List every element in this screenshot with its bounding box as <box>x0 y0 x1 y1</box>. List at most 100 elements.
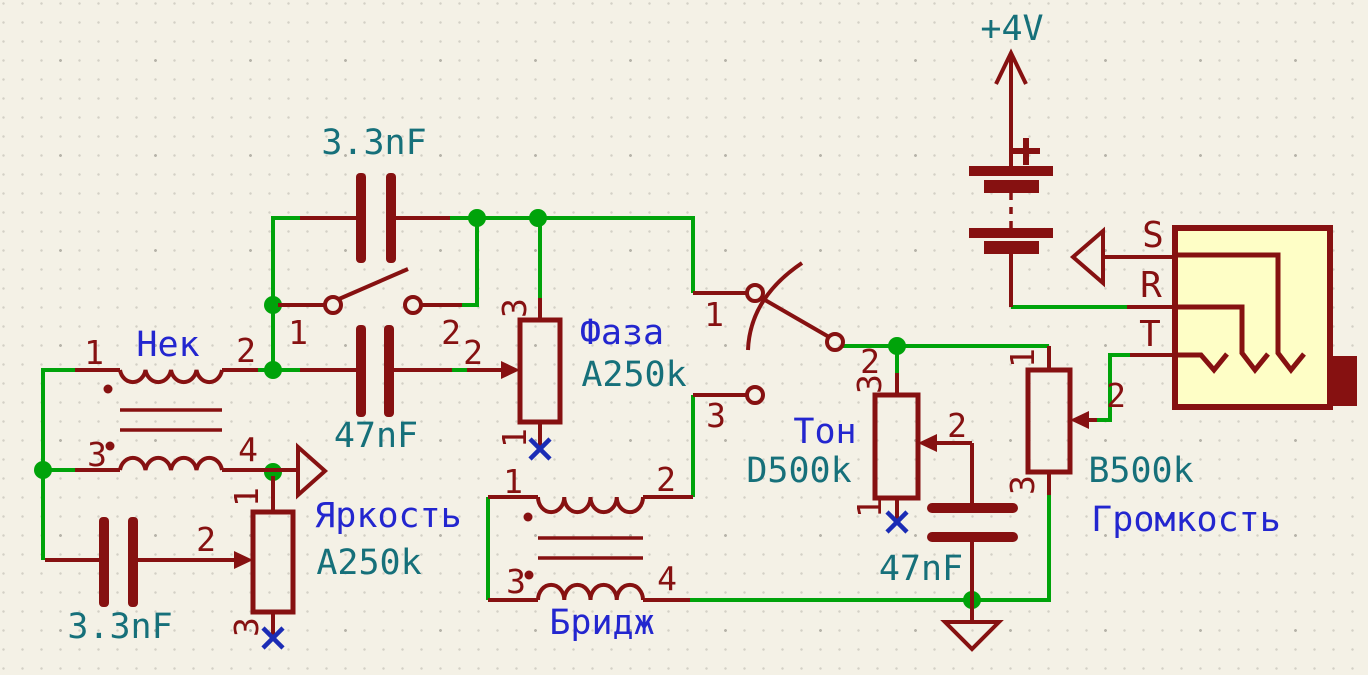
neck-pickup-symbol[interactable]: 1 2 3 4 Нек <box>75 325 298 474</box>
junction-dot <box>264 361 282 379</box>
cap-switch-top-symbol[interactable]: 3.3nF <box>300 123 450 263</box>
phase-pin2-number: 2 <box>463 333 483 372</box>
tone-pot-symbol[interactable]: 3 2 1 Тон D500k <box>746 373 972 534</box>
series-switch-symbol[interactable]: 1 2 <box>278 267 462 352</box>
cap-series-value[interactable]: 47nF <box>334 416 418 456</box>
phase-pin3-number: 3 <box>495 298 534 318</box>
battery-plate-long <box>969 166 1053 176</box>
cap-brightness-value[interactable]: 3.3nF <box>67 607 172 647</box>
cap-series-symbol[interactable]: 47nF <box>300 325 452 456</box>
brightness-pot-label[interactable]: Яркость <box>314 496 462 536</box>
bridge-pin3-number: 3 <box>506 562 526 601</box>
neck-pin4-number: 4 <box>238 430 258 469</box>
cap-tone-value[interactable]: 47nF <box>879 549 963 589</box>
selector-arc <box>746 261 804 351</box>
no-connect-x <box>885 510 909 534</box>
brightness-pot-value[interactable]: A250k <box>316 543 421 583</box>
cap-plate <box>384 325 394 417</box>
jack-tip-contact <box>1175 352 1229 374</box>
cap-plate <box>356 173 366 263</box>
jack-tip-pin-label: T <box>1139 314 1161 355</box>
neck-pin2-number: 2 <box>236 331 256 370</box>
neck-coil-top <box>118 369 224 384</box>
wire-top-bus[interactable] <box>450 216 695 293</box>
wire-tip-to-volume-wiper[interactable] <box>1097 353 1130 422</box>
brightness-wiper-arrow <box>234 551 253 569</box>
selector-pin3-number: 3 <box>706 396 726 435</box>
volume-pot-symbol[interactable]: 1 2 3 B500k Громкость <box>1003 346 1281 540</box>
tone-pin2-number: 2 <box>947 406 967 445</box>
no-connect-x <box>261 626 285 650</box>
battery-plate-short <box>984 180 1039 193</box>
brightness-pot-symbol[interactable]: 1 2 3 Яркость A250k <box>138 476 462 650</box>
jack-connector-tab <box>1330 356 1357 406</box>
selector-contact <box>745 283 765 303</box>
battery-voltage-label[interactable]: +4V <box>980 9 1043 49</box>
bridge-pickup-symbol[interactable]: 1 2 3 4 Бридж <box>488 460 693 643</box>
bridge-pin4-number: 4 <box>657 559 677 598</box>
phase-pot-symbol[interactable]: 3 2 1 Фаза A250k <box>463 298 687 461</box>
jack-sleeve-contact <box>1175 252 1306 375</box>
selector-lever <box>763 298 831 339</box>
phase-pin1-number: 1 <box>495 428 534 448</box>
brightness-pin2-number: 2 <box>196 520 216 559</box>
ground-triangle <box>940 620 1004 652</box>
signal-arrow-right[interactable] <box>296 442 329 500</box>
brightness-pot-body <box>250 509 296 615</box>
bridge-pin2-number: 2 <box>656 460 676 499</box>
volume-pin3-number: 3 <box>1003 475 1042 495</box>
output-jack-symbol[interactable]: S R T <box>1069 215 1357 410</box>
wire-topcap-left-rail[interactable] <box>271 216 300 370</box>
cap-plate <box>386 173 396 263</box>
volume-pot-label[interactable]: Громкость <box>1091 500 1281 540</box>
series-switch-contact <box>403 295 423 315</box>
wire-neck-left-rail[interactable] <box>41 368 75 560</box>
sleeve-arrow-left <box>1069 226 1105 288</box>
tone-pot-body <box>872 392 921 501</box>
jack-sleeve-pin-label: S <box>1142 215 1164 256</box>
phase-pot-value[interactable]: A250k <box>581 355 686 395</box>
wire-ground-bus[interactable] <box>690 493 1051 602</box>
selector-pin1-number: 1 <box>704 295 724 334</box>
tone-pot-label[interactable]: Тон <box>793 412 856 452</box>
bridge-pin1-number: 1 <box>503 462 523 501</box>
ground-symbol[interactable] <box>940 600 1004 652</box>
power-arrow-head <box>994 48 1028 85</box>
battery-plate-short <box>984 241 1039 254</box>
cap-plate <box>927 503 1018 513</box>
tone-pot-value[interactable]: D500k <box>746 451 851 491</box>
bridge-pickup-label[interactable]: Бридж <box>549 603 654 643</box>
selector-contact <box>825 332 845 352</box>
tone-wiper-arrow <box>918 434 937 452</box>
selector-switch-symbol[interactable]: 1 2 3 <box>693 261 880 435</box>
neck-coil-bottom <box>118 456 224 471</box>
tone-pin3-number: 3 <box>850 374 889 394</box>
neck-polarity-dot <box>103 384 113 394</box>
phase-pot-body <box>517 317 563 425</box>
series-switch-contact <box>323 295 343 315</box>
volume-pot-value[interactable]: B500k <box>1088 451 1193 491</box>
battery-symbol[interactable]: +4V <box>969 9 1053 307</box>
jack-body <box>1172 225 1333 410</box>
brightness-pin1-number: 1 <box>227 487 266 507</box>
phase-wiper-arrow <box>501 361 520 379</box>
junctions <box>34 209 981 609</box>
cap-switch-top-value[interactable]: 3.3nF <box>321 123 426 163</box>
series-switch-pin1-number: 1 <box>288 313 308 352</box>
neck-pickup-label[interactable]: Нек <box>136 325 199 365</box>
cap-brightness-symbol[interactable]: 3.3nF <box>45 517 173 647</box>
jack-ring-contact <box>1175 304 1270 375</box>
cap-tone-symbol[interactable]: 47nF <box>879 443 1018 600</box>
brightness-pin3-number: 3 <box>227 617 266 637</box>
junction-dot <box>468 209 486 227</box>
cap-plate <box>356 325 366 417</box>
cap-plate <box>99 517 109 607</box>
volume-pin2-number: 2 <box>1106 376 1126 415</box>
battery-plus-icon <box>1013 138 1040 165</box>
phase-pot-label[interactable]: Фаза <box>580 313 664 353</box>
wire-switch2-up[interactable] <box>462 218 479 307</box>
battery-plate-long <box>969 228 1053 238</box>
junction-dot <box>34 461 52 479</box>
